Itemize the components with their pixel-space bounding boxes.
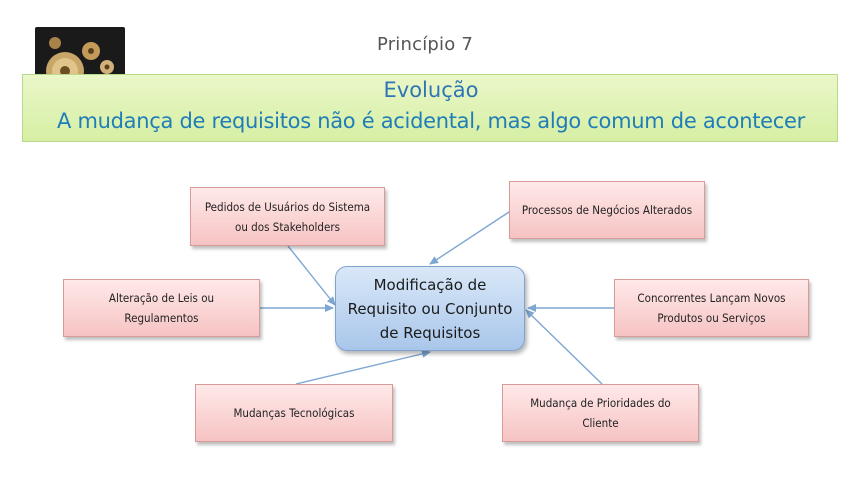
- arrow-user-requests: [287, 245, 336, 306]
- cause-user-requests: Pedidos de Usuários do Sistema ou dos St…: [190, 187, 385, 246]
- cause-business-processes: Processos de Negócios Alterados: [509, 181, 705, 239]
- banner-title: Evolução: [383, 78, 479, 102]
- banner-subtitle: A mudança de requisitos não é acidental,…: [57, 109, 805, 133]
- title-banner: Evolução A mudança de requisitos não é a…: [22, 74, 838, 142]
- arrow-priorities: [525, 309, 603, 385]
- cause-priorities: Mudança de Prioridades do Cliente: [502, 384, 699, 442]
- cause-competitors: Concorrentes Lançam Novos Produtos ou Se…: [614, 279, 809, 337]
- arrow-business-processes: [429, 209, 513, 265]
- cause-technology: Mudanças Tecnológicas: [195, 384, 393, 442]
- arrow-technology: [295, 349, 431, 385]
- principle-label: Princípio 7: [376, 34, 474, 55]
- center-requirement-change: Modificação de Requisito ou Conjunto de …: [335, 266, 525, 351]
- cause-laws: Alteração de Leis ou Regulamentos: [63, 279, 260, 337]
